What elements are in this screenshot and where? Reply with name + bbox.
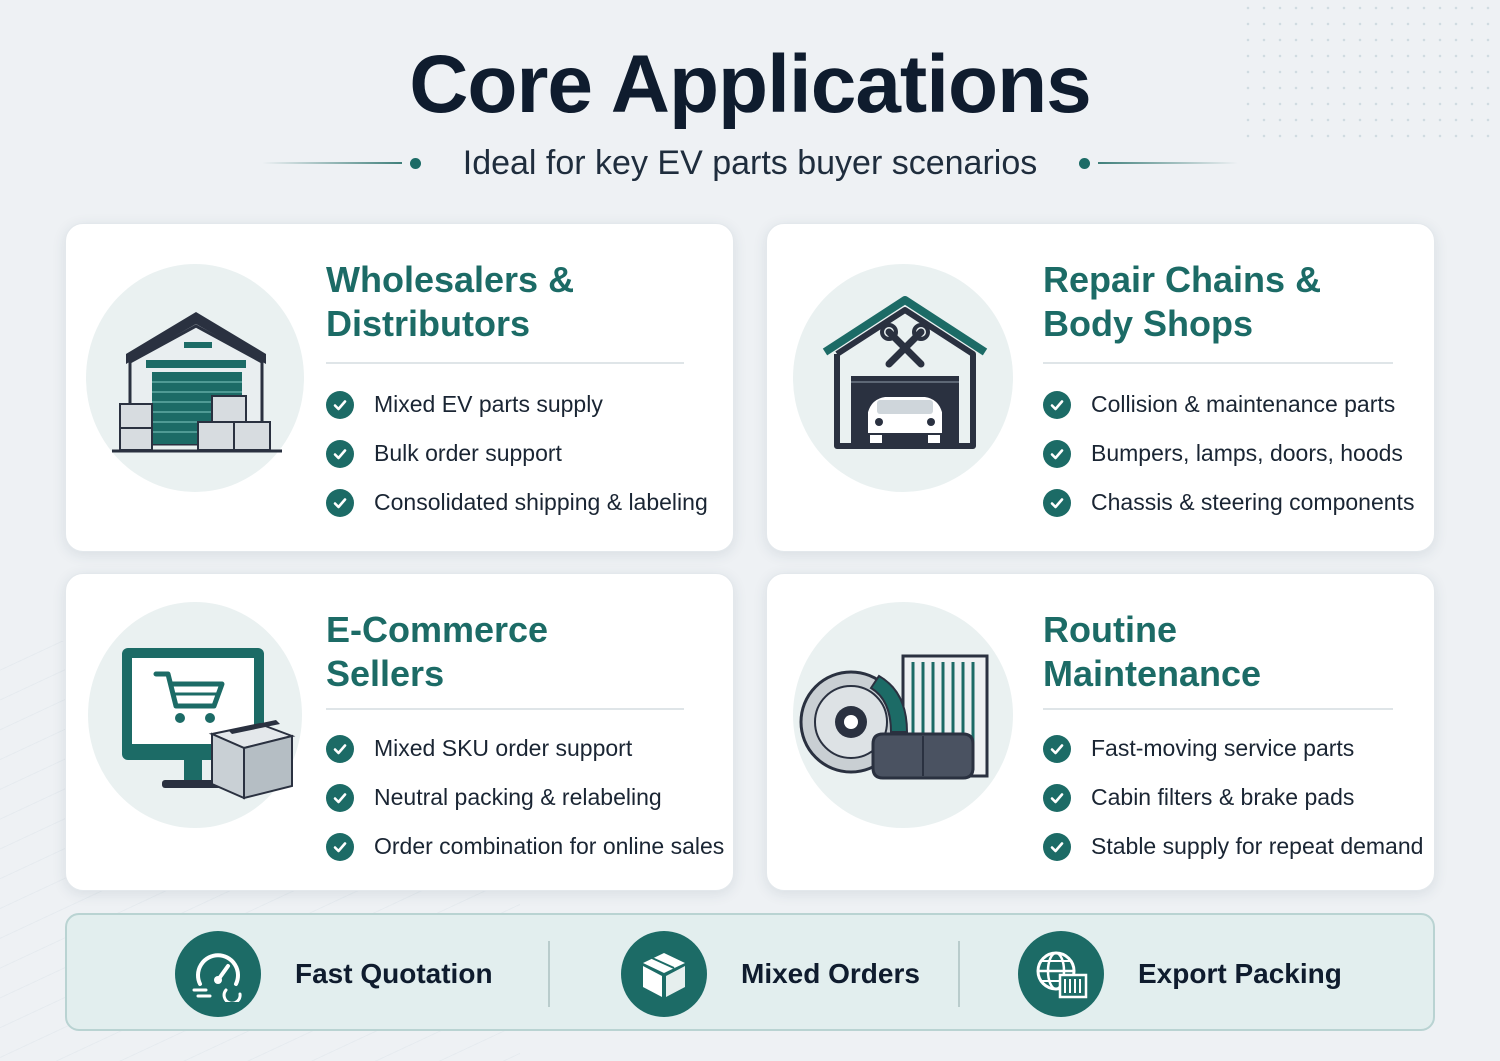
list-item: Bulk order support (326, 429, 708, 478)
brake-parts-icon (799, 654, 989, 780)
card-title-line: E-Commerce (326, 609, 549, 650)
check-icon (1043, 783, 1071, 812)
subtitle-line-left (261, 162, 402, 164)
card-title: Routine Maintenance (1043, 608, 1261, 696)
check-icon (326, 734, 354, 763)
list-item: Fast-moving service parts (1043, 724, 1423, 773)
card-title-line: Sellers (326, 653, 445, 694)
speedometer-icon (175, 931, 261, 1017)
bullet-text: Mixed SKU order support (374, 735, 633, 761)
list-item: Collision & maintenance parts (1043, 380, 1414, 429)
card-routine-maintenance: Routine Maintenance Fast-moving service … (766, 573, 1435, 891)
list-item: Chassis & steering components (1043, 478, 1414, 527)
check-icon (1043, 390, 1071, 419)
card-title: E-Commerce Sellers (326, 608, 548, 696)
check-icon (1043, 832, 1071, 861)
card-title: Wholesalers & Distributors (326, 258, 574, 346)
feature-divider (548, 941, 550, 1007)
page-title: Core Applications (409, 39, 1092, 130)
card-divider (326, 708, 684, 710)
bullet-text: Cabin filters & brake pads (1091, 784, 1355, 810)
card-bullet-list: Collision & maintenance parts Bumpers, l… (1043, 380, 1414, 527)
feature-divider (958, 941, 960, 1007)
feature-mixed-orders: Mixed Orders (621, 915, 920, 1033)
card-divider (1043, 708, 1393, 710)
list-item: Stable supply for repeat demand (1043, 822, 1423, 871)
subtitle-dot-left (409, 157, 421, 169)
check-icon (326, 439, 354, 468)
list-item: Neutral packing & relabeling (326, 773, 724, 822)
card-wholesalers: Wholesalers & Distributors Mixed EV part… (65, 223, 734, 552)
feature-label: Export Packing (1138, 958, 1342, 989)
background-dot-pattern (1240, 0, 1500, 150)
subtitle-dot-right (1079, 157, 1091, 169)
feature-fast-quotation: Fast Quotation (175, 915, 493, 1033)
bullet-text: Consolidated shipping & labeling (374, 489, 708, 515)
feature-label: Fast Quotation (295, 958, 493, 989)
card-divider (326, 362, 684, 364)
card-title-line: Routine (1043, 609, 1177, 650)
card-title-line: Body Shops (1043, 303, 1254, 344)
list-item: Mixed SKU order support (326, 724, 724, 773)
card-title-line: Maintenance (1043, 653, 1262, 694)
feature-bar: Fast Quotation Mixed Orders (65, 913, 1435, 1031)
bullet-text: Stable supply for repeat demand (1091, 833, 1424, 859)
card-ecommerce: E-Commerce Sellers Mixed SKU order suppo… (65, 573, 734, 891)
box-icon (621, 931, 707, 1017)
online-cart-icon (122, 648, 296, 800)
card-divider (1043, 362, 1393, 364)
bullet-text: Order combination for online sales (374, 833, 725, 859)
warehouse-icon (112, 312, 282, 453)
card-title-line: Wholesalers & (326, 259, 575, 300)
feature-export-packing: Export Packing (1018, 915, 1342, 1033)
card-repair-chains: Repair Chains & Body Shops Collision & m… (766, 223, 1435, 552)
garage-icon (822, 296, 988, 449)
list-item: Consolidated shipping & labeling (326, 478, 708, 527)
bullet-text: Bumpers, lamps, doors, hoods (1091, 440, 1403, 466)
page-subtitle: Ideal for key EV parts buyer scenarios (462, 143, 1038, 182)
card-title-line: Repair Chains & (1043, 259, 1322, 300)
card-bullet-list: Fast-moving service parts Cabin filters … (1043, 724, 1423, 871)
card-title: Repair Chains & Body Shops (1043, 258, 1321, 346)
list-item: Bumpers, lamps, doors, hoods (1043, 429, 1414, 478)
subtitle-line-right (1098, 162, 1239, 164)
list-item: Cabin filters & brake pads (1043, 773, 1423, 822)
check-icon (326, 832, 354, 861)
check-icon (1043, 734, 1071, 763)
subtitle-row: Ideal for key EV parts buyer scenarios (0, 140, 1500, 186)
check-icon (326, 488, 354, 517)
bullet-text: Neutral packing & relabeling (374, 784, 662, 810)
check-icon (326, 390, 354, 419)
header: Core Applications Ideal for key EV parts… (0, 0, 1500, 210)
card-bullet-list: Mixed EV parts supply Bulk order support… (326, 380, 708, 527)
check-icon (1043, 488, 1071, 517)
bullet-text: Mixed EV parts supply (374, 391, 603, 417)
check-icon (1043, 439, 1071, 468)
bullet-text: Fast-moving service parts (1091, 735, 1355, 761)
globe-container-icon (1018, 931, 1104, 1017)
card-title-line: Distributors (326, 303, 531, 344)
bullet-text: Collision & maintenance parts (1091, 391, 1396, 417)
list-item: Mixed EV parts supply (326, 380, 708, 429)
card-bullet-list: Mixed SKU order support Neutral packing … (326, 724, 724, 871)
bullet-text: Chassis & steering components (1091, 489, 1415, 515)
check-icon (326, 783, 354, 812)
list-item: Order combination for online sales (326, 822, 724, 871)
bullet-text: Bulk order support (374, 440, 562, 466)
feature-label: Mixed Orders (741, 958, 920, 989)
